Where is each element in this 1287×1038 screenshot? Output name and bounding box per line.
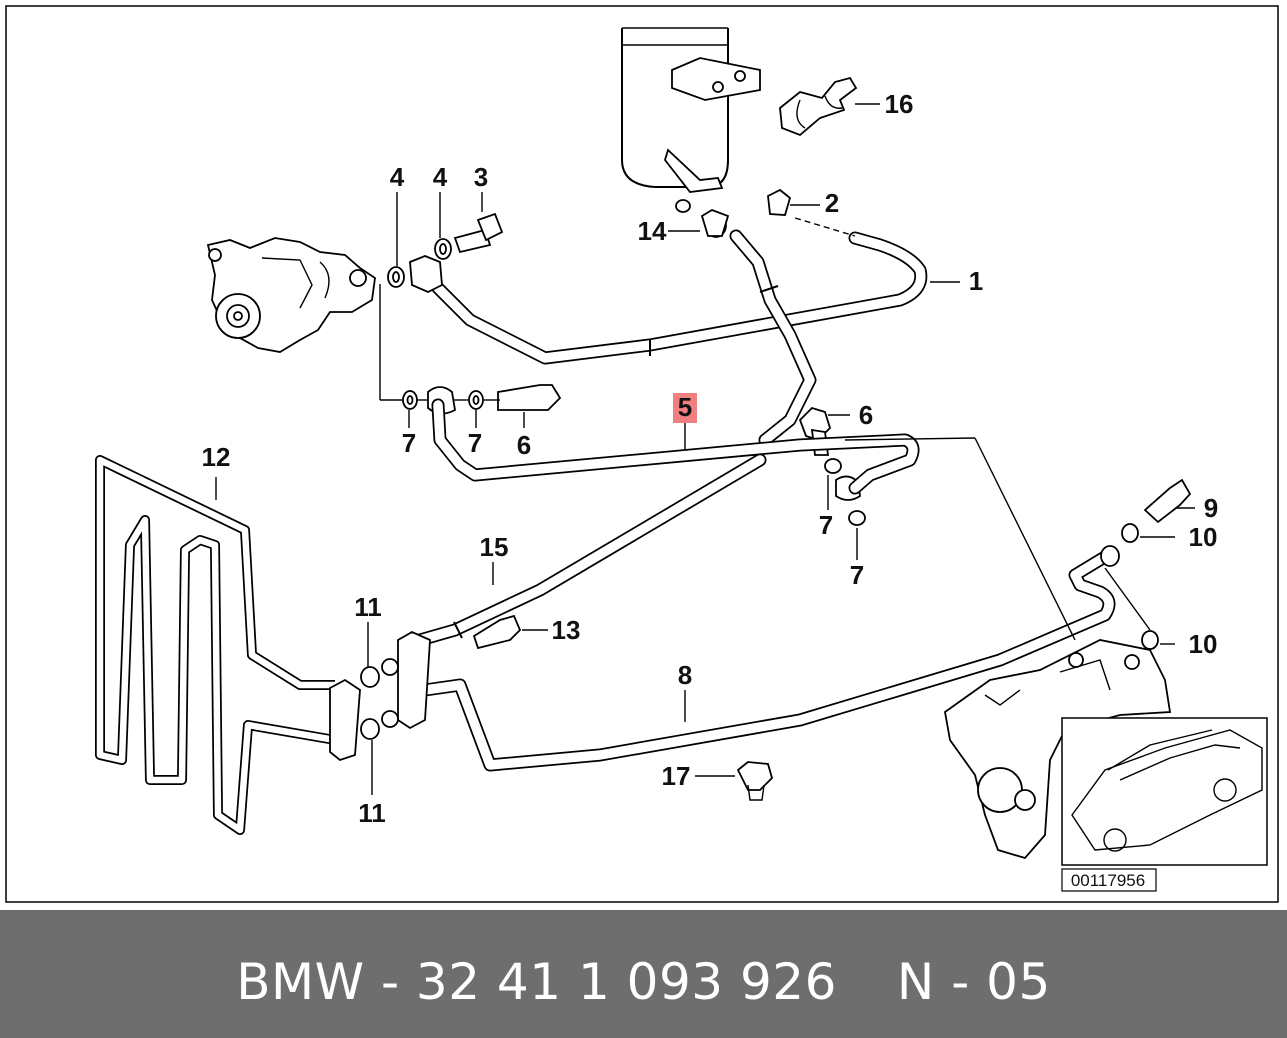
callout-6b: 6 — [517, 430, 531, 460]
diagram-svg: 1 2 3 4 4 5 6 6 7 7 7 7 8 9 10 10 11 11 … — [5, 5, 1279, 903]
cooler-flange — [329, 630, 431, 762]
callout-7b: 7 — [468, 428, 482, 458]
callout-7d: 7 — [850, 560, 864, 590]
fittings-9-10 — [1121, 478, 1192, 650]
reservoir — [621, 27, 761, 213]
hose-1 — [431, 229, 928, 447]
callout-1: 1 — [969, 266, 983, 296]
clip-16 — [779, 76, 858, 137]
callout-11b: 11 — [358, 798, 386, 828]
callout-12: 12 — [202, 442, 231, 472]
leader-lines — [215, 103, 1195, 795]
part-number: BMW - 32 41 1 093 926 — [236, 953, 837, 1011]
highlight-marker — [673, 393, 697, 423]
callout-13: 13 — [552, 615, 581, 645]
callout-labels: 1 2 3 4 4 5 6 6 7 7 7 7 8 9 10 10 11 11 … — [202, 89, 1219, 890]
callout-14: 14 — [638, 216, 667, 246]
diagram-frame — [5, 5, 1279, 903]
callout-15: 15 — [480, 532, 509, 562]
callout-4a: 4 — [390, 162, 405, 192]
steering-gear — [944, 639, 1172, 860]
callout-2: 2 — [825, 188, 839, 218]
line-8 — [418, 545, 1120, 772]
callout-6a: 6 — [859, 400, 873, 430]
footer-text: BMW - 32 41 1 093 926 N - 05 — [236, 953, 1051, 1011]
callout-17: 17 — [662, 761, 691, 791]
parts-diagram: 1 2 3 4 4 5 6 6 7 7 7 7 8 9 10 10 11 11 … — [5, 5, 1279, 903]
callout-9: 9 — [1204, 493, 1218, 523]
callout-5: 5 — [678, 392, 692, 422]
callout-7c: 7 — [819, 510, 833, 540]
callout-10b: 10 — [1189, 629, 1218, 659]
callout-16: 16 — [885, 89, 914, 119]
hose-5 — [431, 398, 920, 495]
clip-17 — [736, 761, 774, 801]
page-ref: N - 05 — [896, 953, 1051, 1011]
callout-3: 3 — [474, 162, 488, 192]
cooler-12 — [95, 455, 336, 835]
upper-fittings — [387, 188, 792, 293]
power-steering-pump — [206, 237, 376, 353]
callout-8: 8 — [678, 660, 692, 690]
footer-bar: BMW - 32 41 1 093 926 N - 05 — [0, 910, 1287, 1038]
hose-15 — [413, 453, 767, 650]
callout-7a: 7 — [402, 428, 416, 458]
diagram-id: 00117956 — [1071, 871, 1145, 890]
callout-11a: 11 — [354, 592, 382, 622]
callout-4b: 4 — [433, 162, 448, 192]
callout-10a: 10 — [1189, 522, 1218, 552]
car-inset — [1061, 717, 1268, 892]
